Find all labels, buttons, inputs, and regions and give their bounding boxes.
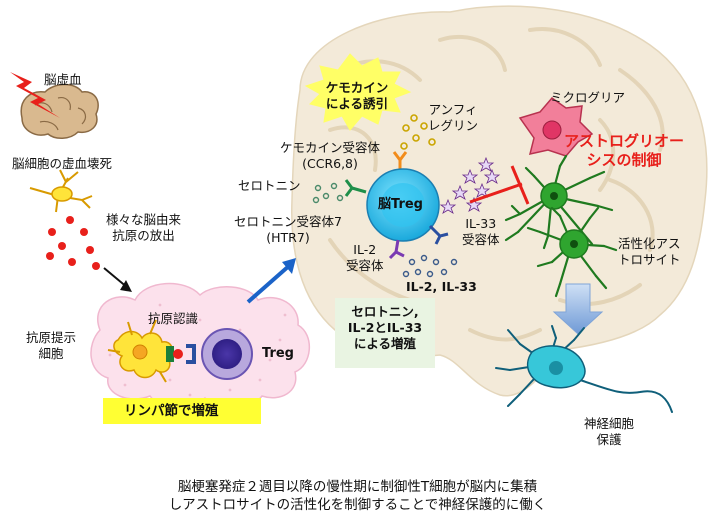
chemokine-burst — [304, 53, 412, 131]
activated-astrocyte-label: 活性化アス トロサイト — [618, 236, 681, 268]
neuroprotection-label: 神経細胞 保護 — [584, 416, 634, 448]
proliferation-line2: IL-2とIL-33 — [347, 320, 423, 335]
amphiregulin-stars — [439, 156, 501, 214]
proliferation-line1: セロトニン, — [351, 304, 419, 319]
lymph-node-label-bg — [103, 398, 261, 424]
antigen-dots — [46, 216, 100, 270]
chemokine-dots — [400, 114, 436, 150]
tcr-blue — [186, 344, 196, 364]
il2-il33-label: IL-2, IL-33 — [406, 279, 477, 294]
serotonin-receptor-label: セロトニン受容体7 (HTR7) — [234, 214, 342, 246]
caption: 脳梗塞発症２週目以降の慢性期に制御性T細胞が脳内に集積 しアストロサイトの活性化… — [0, 478, 715, 514]
antigen-red — [173, 349, 183, 359]
apc-label-line1: 抗原提示 — [26, 330, 77, 345]
caption-line1: 脳梗塞発症２週目以降の慢性期に制御性T細胞が脳内に集積 — [177, 479, 538, 495]
apc-label-line2: 細胞 — [38, 346, 64, 361]
proliferation-line3: による増殖 — [353, 336, 417, 351]
mhc-green — [166, 346, 174, 362]
il2-receptor-line1: IL-2 — [353, 242, 377, 257]
activated-astrocyte-line1: 活性化アス — [618, 236, 681, 251]
il2-receptor-line2: 受容体 — [346, 258, 384, 273]
il2-receptor-label: IL-2 受容体 — [346, 242, 384, 274]
amphiregulin-line2: レグリン — [428, 118, 479, 133]
chemokine-receptor-line1: ケモカイン受容体 — [280, 140, 381, 155]
chemokine-receptor-label: ケモカイン受容体 (CCR6,8) — [280, 140, 380, 172]
chemokine-burst-line1: ケモカイン — [325, 80, 389, 95]
chemokine-burst-label: ケモカイン による誘引 — [316, 80, 398, 112]
il33-receptor-line2: 受容体 — [462, 232, 500, 247]
antigen-presenting-cell — [107, 319, 173, 383]
neuroprotection-line1: 神経細胞 — [584, 416, 635, 431]
serotonin-receptor-line1: セロトニン受容体7 — [234, 214, 342, 229]
astrogliosis-line2: シスの制御 — [586, 151, 662, 169]
serotonin-label: セロトニン — [238, 178, 301, 193]
astrogliosis-line1: アストログリオー — [564, 132, 685, 150]
brain-treg-label: 脳Treg — [378, 197, 423, 212]
serotonin-dots — [312, 182, 344, 204]
apc-label: 抗原提示 細胞 — [26, 330, 76, 362]
necrosis-label: 脳細胞の虚血壊死 — [12, 156, 113, 171]
chemokine-burst-line2: による誘引 — [325, 96, 389, 111]
il33-receptor-line1: IL-33 — [465, 216, 497, 231]
antigen-release-line2: 抗原の放出 — [112, 228, 175, 243]
antigen-recognition-label: 抗原認識 — [148, 311, 199, 326]
astrogliosis-control-label: アストログリオー シスの制御 — [564, 132, 684, 170]
neuroprotection-line2: 保護 — [596, 432, 622, 447]
il33-receptor-label: IL-33 受容体 — [462, 216, 500, 248]
stroke-label: 脳虚血 — [44, 72, 82, 87]
lymph-treg-label: Treg — [262, 346, 294, 361]
serotonin-receptor-line2: (HTR7) — [266, 230, 310, 245]
antigen-release-label: 様々な脳由来 抗原の放出 — [106, 212, 181, 244]
amphiregulin-label: アンフィ レグリン — [428, 102, 478, 134]
amphiregulin-line1: アンフィ — [428, 102, 478, 117]
il-dots — [402, 254, 458, 278]
antigen-release-line1: 様々な脳由来 — [106, 212, 182, 227]
chemokine-receptor-line2: (CCR6,8) — [302, 156, 358, 171]
microglia-label: ミクログリア — [550, 90, 626, 105]
proliferation-box-label: セロトニン, IL-2とIL-33 による増殖 — [335, 304, 435, 352]
stroke-brain-icon — [10, 72, 99, 139]
lymph-node-label: リンパ節で増殖 — [124, 403, 219, 419]
proliferation-box-bg — [335, 298, 435, 368]
activated-astrocyte-line2: トロサイト — [618, 252, 681, 267]
caption-line2: しアストロサイトの活性化を制御することで神経保護的に働く — [168, 497, 547, 513]
